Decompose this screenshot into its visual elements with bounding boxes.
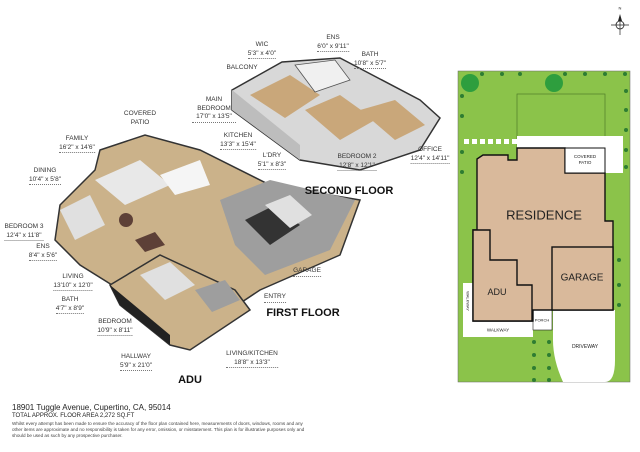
site-porch-label: PORCH bbox=[534, 317, 550, 323]
room-label-entry: ENTRY bbox=[264, 293, 286, 303]
total-floor-area: TOTAL APPROX. FLOOR AREA 2,272 SQ.FT bbox=[12, 413, 135, 419]
second-floor-plan bbox=[231, 57, 441, 171]
north-arrow-icon bbox=[611, 14, 629, 35]
room-label-covered-patio: COVERED PATIO bbox=[123, 110, 157, 126]
site-adu-label: ADU bbox=[487, 287, 507, 297]
property-address: 18901 Tuggle Avenue, Cupertino, CA, 9501… bbox=[12, 403, 171, 412]
room-label-balcony: BALCONY bbox=[226, 64, 258, 71]
adu-title: ADU bbox=[178, 374, 202, 386]
tree-icon bbox=[461, 74, 479, 92]
second-floor-title: SECOND FLOOR bbox=[304, 185, 394, 197]
north-label: N bbox=[618, 5, 622, 11]
footer: 18901 Tuggle Avenue, Cupertino, CA, 9501… bbox=[12, 403, 312, 439]
disclaimer: Whilst every attempt has been made to en… bbox=[12, 421, 305, 438]
site-walkway-label: WALKWAY bbox=[486, 327, 510, 333]
site-covered-patio-label: COVERED PATIO bbox=[573, 154, 597, 165]
site-plan bbox=[457, 70, 631, 383]
room-label-garage: GARAGE bbox=[293, 267, 321, 277]
tree-icon bbox=[545, 74, 563, 92]
first-floor-title: FIRST FLOOR bbox=[266, 307, 340, 319]
site-driveway-label: DRIVEWAY bbox=[571, 344, 599, 350]
site-residence-label: RESIDENCE bbox=[506, 207, 582, 223]
site-walkway-vertical-label: WALKWAY bbox=[465, 291, 471, 311]
site-garage-label: GARAGE bbox=[560, 272, 604, 284]
adu-plan bbox=[109, 254, 252, 351]
